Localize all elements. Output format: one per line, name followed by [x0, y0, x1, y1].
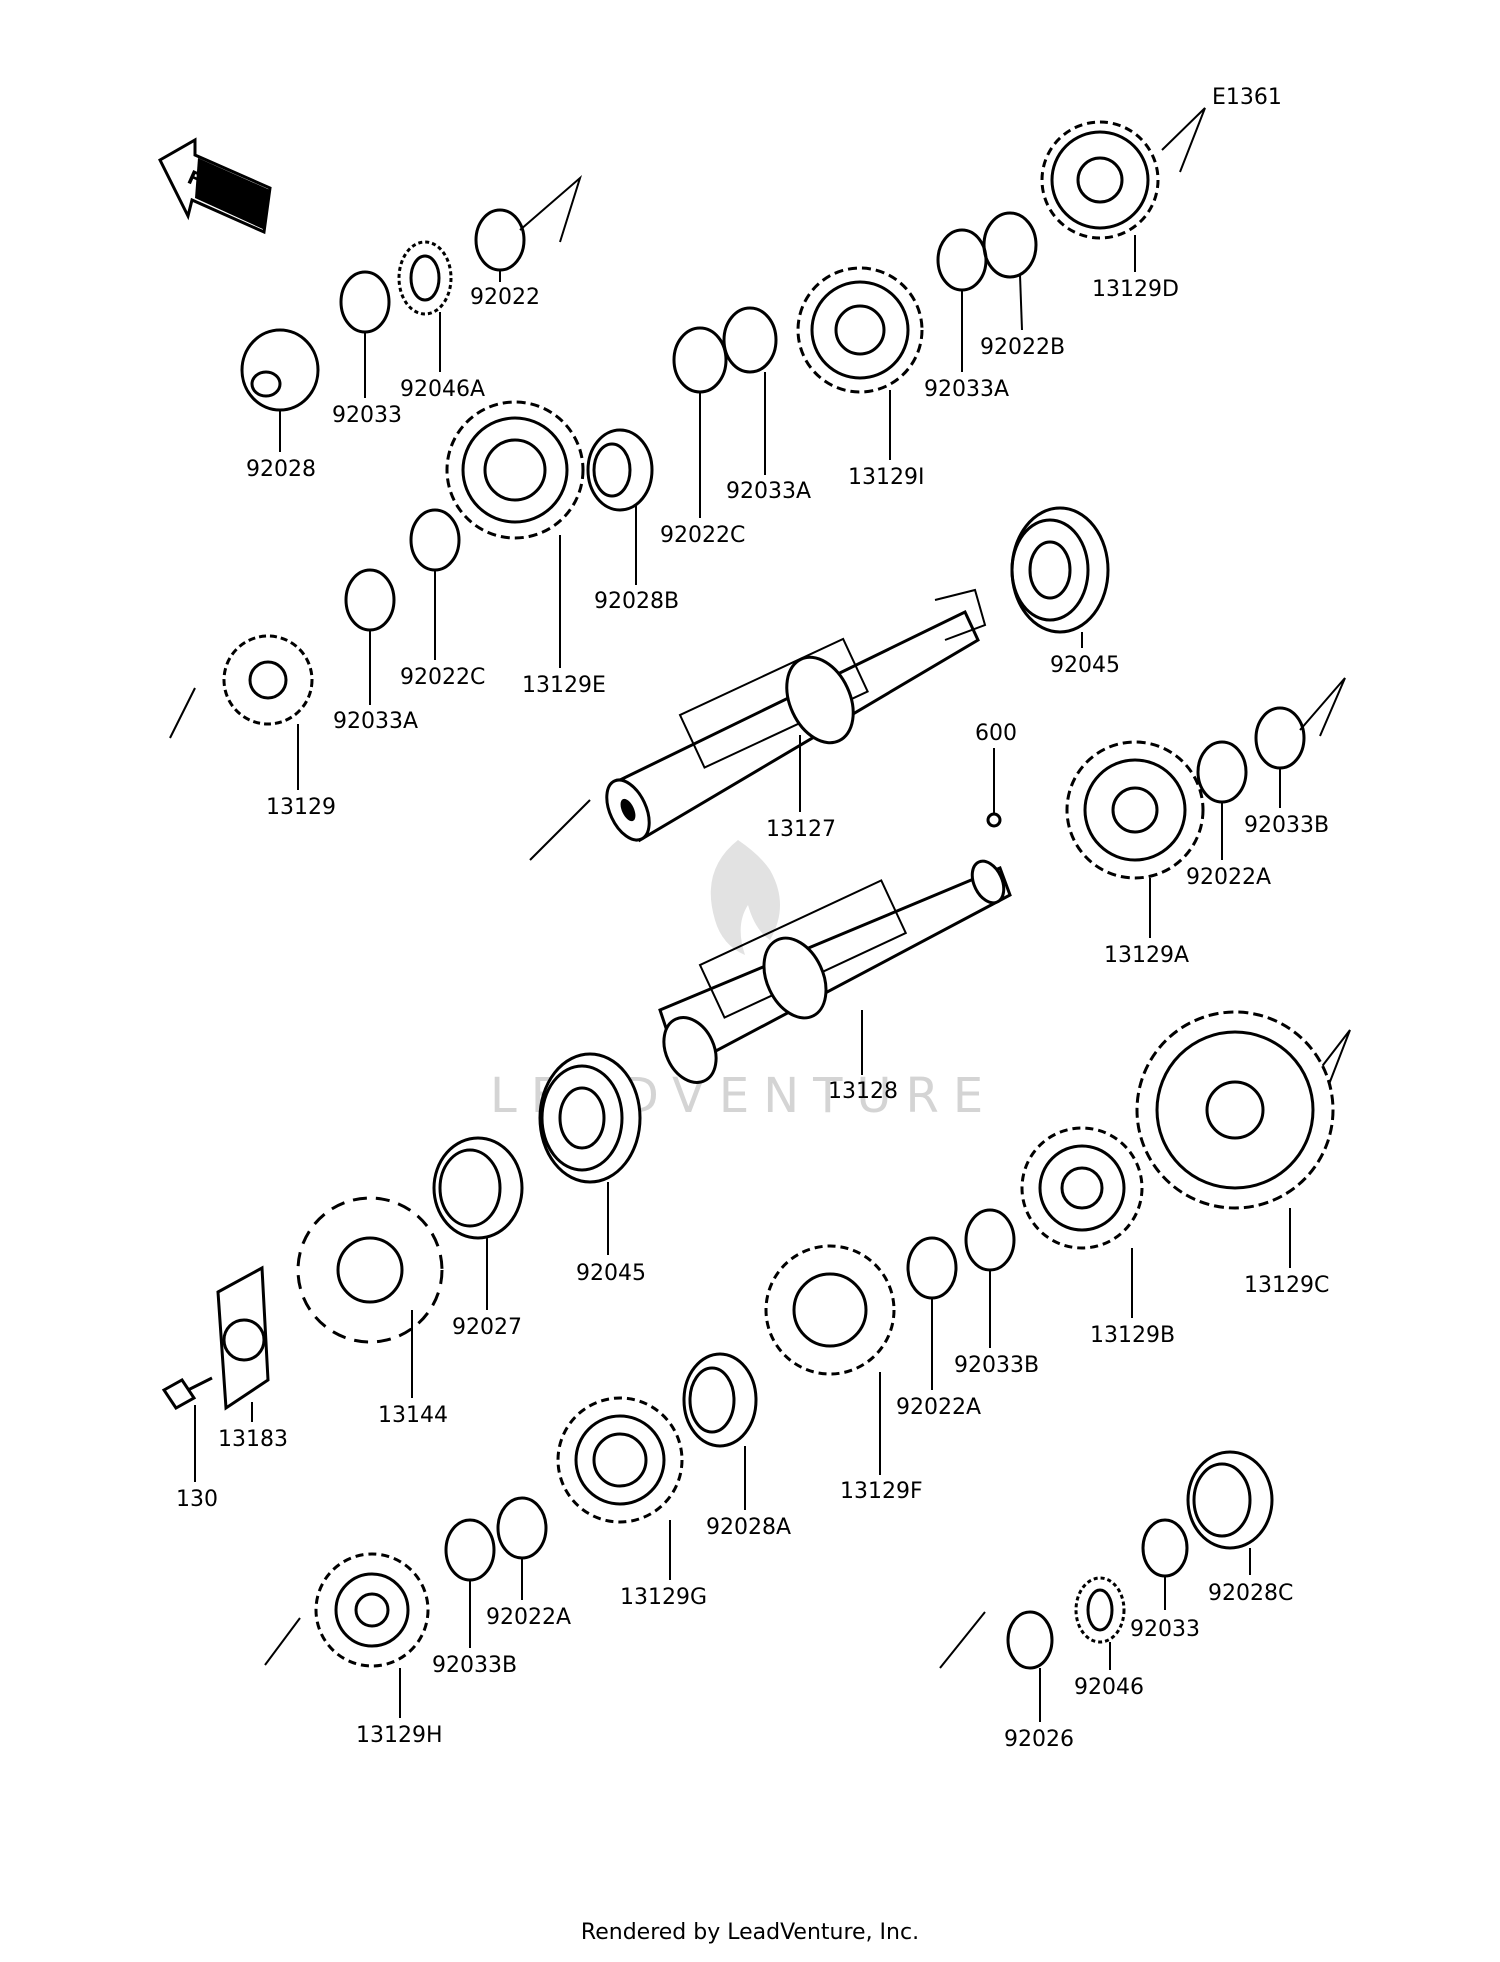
bearing-92045-lower-icon [538, 1052, 642, 1184]
leader-lines [194, 235, 1291, 1722]
part-label: 92022C [400, 665, 485, 690]
bearing-92045-upper-icon [1010, 506, 1110, 634]
bushing-92028B-icon [586, 428, 654, 512]
washer-92022C-icon [672, 326, 728, 394]
part-label: 92033 [1130, 1617, 1200, 1642]
part-label: 92033B [1244, 813, 1329, 838]
circlip-92033A-icon [722, 306, 778, 374]
circlip-92033B-icon [444, 1518, 496, 1582]
part-label: 13129C [1244, 1273, 1329, 1298]
part-label: 13129D [1092, 277, 1179, 302]
lock-plate-13183-icon [216, 1265, 270, 1411]
part-label: 92022A [486, 1605, 571, 1630]
collar-92028C-icon [1186, 1450, 1274, 1550]
part-label: 92028B [594, 589, 679, 614]
circlip-92033B-icon [1254, 706, 1306, 770]
washer-92022B-icon [982, 211, 1038, 279]
circlip-92033B-icon [964, 1208, 1016, 1272]
part-label: 92027 [452, 1315, 522, 1340]
bushing-92027-icon [432, 1136, 524, 1240]
circlip-92033A-icon [344, 568, 396, 632]
washer-92022C-icon [409, 508, 461, 572]
gear-13129I-icon [796, 266, 924, 394]
washer-92022A-icon [496, 1496, 548, 1560]
rendered-by-footer: Rendered by LeadVenture, Inc. [580, 1920, 920, 1945]
part-labels: 13129D 92022B 92033A 13129I 92033A 92022… [176, 277, 1329, 1752]
part-label: 92022A [896, 1395, 981, 1420]
gear-13129E-icon [445, 400, 585, 540]
o-ring-600-icon [986, 812, 1002, 828]
washer-92022-icon [474, 208, 526, 272]
sprocket-13144-icon [296, 1196, 444, 1344]
part-label: 92033B [432, 1653, 517, 1678]
part-label: 92033B [954, 1353, 1039, 1378]
part-label: 92022C [660, 523, 745, 548]
part-label: 92033A [333, 709, 418, 734]
part-label: 92046A [400, 377, 485, 402]
part-label: 92045 [576, 1261, 646, 1286]
part-label: 92022A [1186, 865, 1271, 890]
part-label: 92028C [1208, 1581, 1293, 1606]
part-label: 13183 [218, 1427, 288, 1452]
gear-13129H-icon [314, 1552, 430, 1668]
gear-13129G-icon [556, 1396, 684, 1524]
part-label: 13129A [1104, 943, 1189, 968]
watermark-flame-icon [710, 840, 780, 955]
needle-bearing-92046A-icon [397, 240, 453, 316]
collar-92028-icon [240, 328, 320, 412]
washer-92022A-icon [906, 1236, 958, 1300]
part-label: 92028 [246, 457, 316, 482]
part-label: 13127 [766, 817, 836, 842]
circlip-92033-icon [1141, 1518, 1189, 1578]
bolt-130-icon [161, 1376, 213, 1410]
part-label: 13129E [522, 673, 606, 698]
part-label: 13129B [1090, 1323, 1175, 1348]
part-label: 92045 [1050, 653, 1120, 678]
part-label: 130 [176, 1487, 218, 1512]
gear-13129A-icon [1065, 740, 1205, 880]
gear-13129F-icon [764, 1244, 896, 1376]
part-label: 13129G [620, 1585, 707, 1610]
part-label: 13129 [266, 795, 336, 820]
gear-13129D-icon [1040, 120, 1160, 240]
bushing-92028A-icon [682, 1352, 758, 1448]
part-label: 92022B [980, 335, 1065, 360]
countershaft-13127 [605, 588, 987, 843]
part-label: 92046 [1074, 1675, 1144, 1700]
section-lines [169, 107, 1351, 1669]
circlip-92033A-icon [936, 228, 988, 292]
front-arrow-icon: FRONT [158, 137, 272, 235]
circlip-92033-icon [339, 270, 391, 334]
part-label: 13144 [378, 1403, 448, 1428]
part-label: 92026 [1004, 1727, 1074, 1752]
washer-92026-icon [1006, 1610, 1054, 1670]
part-label: 600 [975, 721, 1017, 746]
driveshaft-13128 [658, 859, 1012, 1084]
gear-13129C-icon [1135, 1010, 1335, 1210]
diagram-code: E1361 [1212, 85, 1282, 110]
part-label: 92033 [332, 403, 402, 428]
part-label: 92033A [726, 479, 811, 504]
gear-13129B-icon [1020, 1126, 1144, 1250]
part-label: 92033A [924, 377, 1009, 402]
washer-92022A-icon [1196, 740, 1248, 804]
part-label: 13128 [828, 1079, 898, 1104]
part-label: 92028A [706, 1515, 791, 1540]
part-label: 13129H [356, 1723, 443, 1748]
part-label: 92022 [470, 285, 540, 310]
part-label: 13129I [848, 465, 924, 490]
gear-13129-icon [222, 634, 314, 726]
part-label: 13129F [840, 1479, 923, 1504]
needle-bearing-92046-icon [1074, 1576, 1126, 1644]
